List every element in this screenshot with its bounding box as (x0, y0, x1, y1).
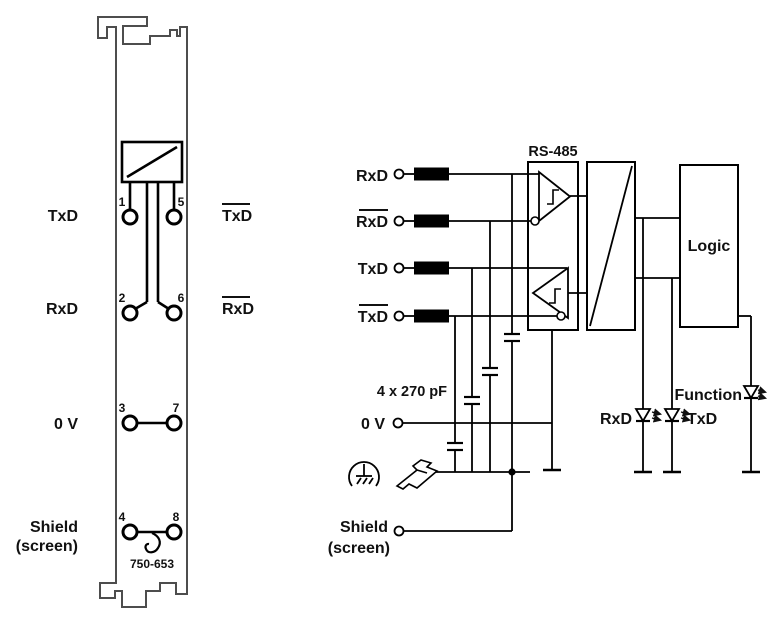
rs485-block (527, 161, 579, 331)
capacitor-value-label: 4 x 270 pF (377, 384, 447, 400)
module-internal-wires (128, 182, 176, 534)
module-outline (97, 16, 188, 608)
0v-input-terminal (392, 417, 404, 429)
module-signal-labels: TxD RxD 0 V Shield (screen) TxD RxD 750-… (16, 203, 254, 571)
schematic-input-terminals (392, 168, 405, 537)
schematic-label-txd-inverted: TxD (358, 309, 388, 326)
terminal-number-7: 7 (173, 401, 180, 415)
rxd-choke-icon (414, 167, 449, 181)
rs485-block-label: RS-485 (528, 144, 577, 160)
schematic-wires (402, 173, 752, 532)
terminal-2 (121, 304, 139, 322)
module-label-screen: (screen) (16, 538, 78, 555)
isolation-diagonal (589, 165, 633, 327)
driver-hysteresis-icon (549, 288, 561, 304)
schematic-label-0v: 0 V (361, 416, 385, 433)
function-led-icon (742, 385, 768, 401)
driver-amp-icon (531, 266, 569, 320)
txd-choke-icon (414, 261, 449, 275)
module-label-0v: 0 V (54, 416, 78, 433)
rxd-led-icon (634, 408, 663, 423)
module-body-contour (97, 16, 188, 608)
schematic-label-shield: Shield (340, 519, 388, 536)
schematic-label-rxd: RxD (356, 168, 388, 185)
terminal-3 (121, 414, 139, 432)
terminal-number-6: 6 (178, 291, 185, 305)
rxd-inv-input-terminal (393, 215, 405, 227)
terminal-number-5: 5 (178, 195, 185, 209)
schematic-label-screen: (screen) (328, 540, 390, 557)
capacitor-icons (447, 332, 520, 452)
txd-led-icon (663, 408, 692, 423)
module-label-rxd: RxD (46, 301, 78, 318)
logic-block-label: Logic (688, 238, 731, 255)
txd-inv-input-terminal (393, 310, 405, 322)
earth-icon (348, 461, 380, 487)
rxd-led-label: RxD (600, 411, 632, 428)
module-terminals (121, 208, 183, 541)
terminal-number-2: 2 (119, 291, 126, 305)
shield-hook-icon (144, 531, 161, 554)
led-icons (634, 385, 768, 423)
schematic-label-txd: TxD (358, 261, 388, 278)
schematic-label-rxd-inverted: RxD (356, 214, 388, 231)
schematic-input-labels: RxD RxD TxD TxD 0 V Shield (screen) 4 x … (328, 168, 447, 557)
rxd-input-terminal (393, 168, 405, 180)
shield-input-terminal (393, 525, 405, 537)
terminal-6 (165, 304, 183, 322)
shield-junction-dot (508, 468, 516, 476)
receiver-inverting-circle (530, 216, 540, 226)
function-led-label: Function (674, 387, 742, 404)
din-rail-icon (395, 459, 439, 490)
terminal-number-8: 8 (173, 510, 180, 524)
module-label-txd-inverted: TxD (222, 208, 252, 225)
module-label-txd: TxD (48, 208, 78, 225)
module-label-shield: Shield (30, 519, 78, 536)
terminal-number-1: 1 (119, 195, 126, 209)
terminal-number-3: 3 (119, 401, 126, 415)
module-terminal-numbers: 1 5 2 6 3 7 4 8 (119, 195, 185, 524)
driver-inverting-circle (556, 311, 566, 321)
terminal-number-4: 4 (119, 510, 126, 524)
module-transformer-icon (120, 140, 184, 184)
rxd-inv-choke-icon (414, 214, 449, 228)
filter-choke-icons (414, 167, 449, 323)
receiver-hysteresis-icon (547, 189, 559, 205)
logic-block (679, 164, 739, 328)
isolation-block (586, 161, 636, 331)
terminal-8 (165, 523, 183, 541)
terminal-4 (121, 523, 139, 541)
module-label-rxd-inverted: RxD (222, 301, 254, 318)
module-part-number: 750-653 (130, 557, 174, 571)
terminal-5 (165, 208, 183, 226)
receiver-amp-icon (538, 170, 572, 223)
txd-led-label: TxD (687, 411, 717, 428)
ground-bars (543, 468, 760, 474)
txd-input-terminal (393, 262, 405, 274)
terminal-1 (121, 208, 139, 226)
terminal-7 (165, 414, 183, 432)
txd-inv-choke-icon (414, 309, 449, 323)
